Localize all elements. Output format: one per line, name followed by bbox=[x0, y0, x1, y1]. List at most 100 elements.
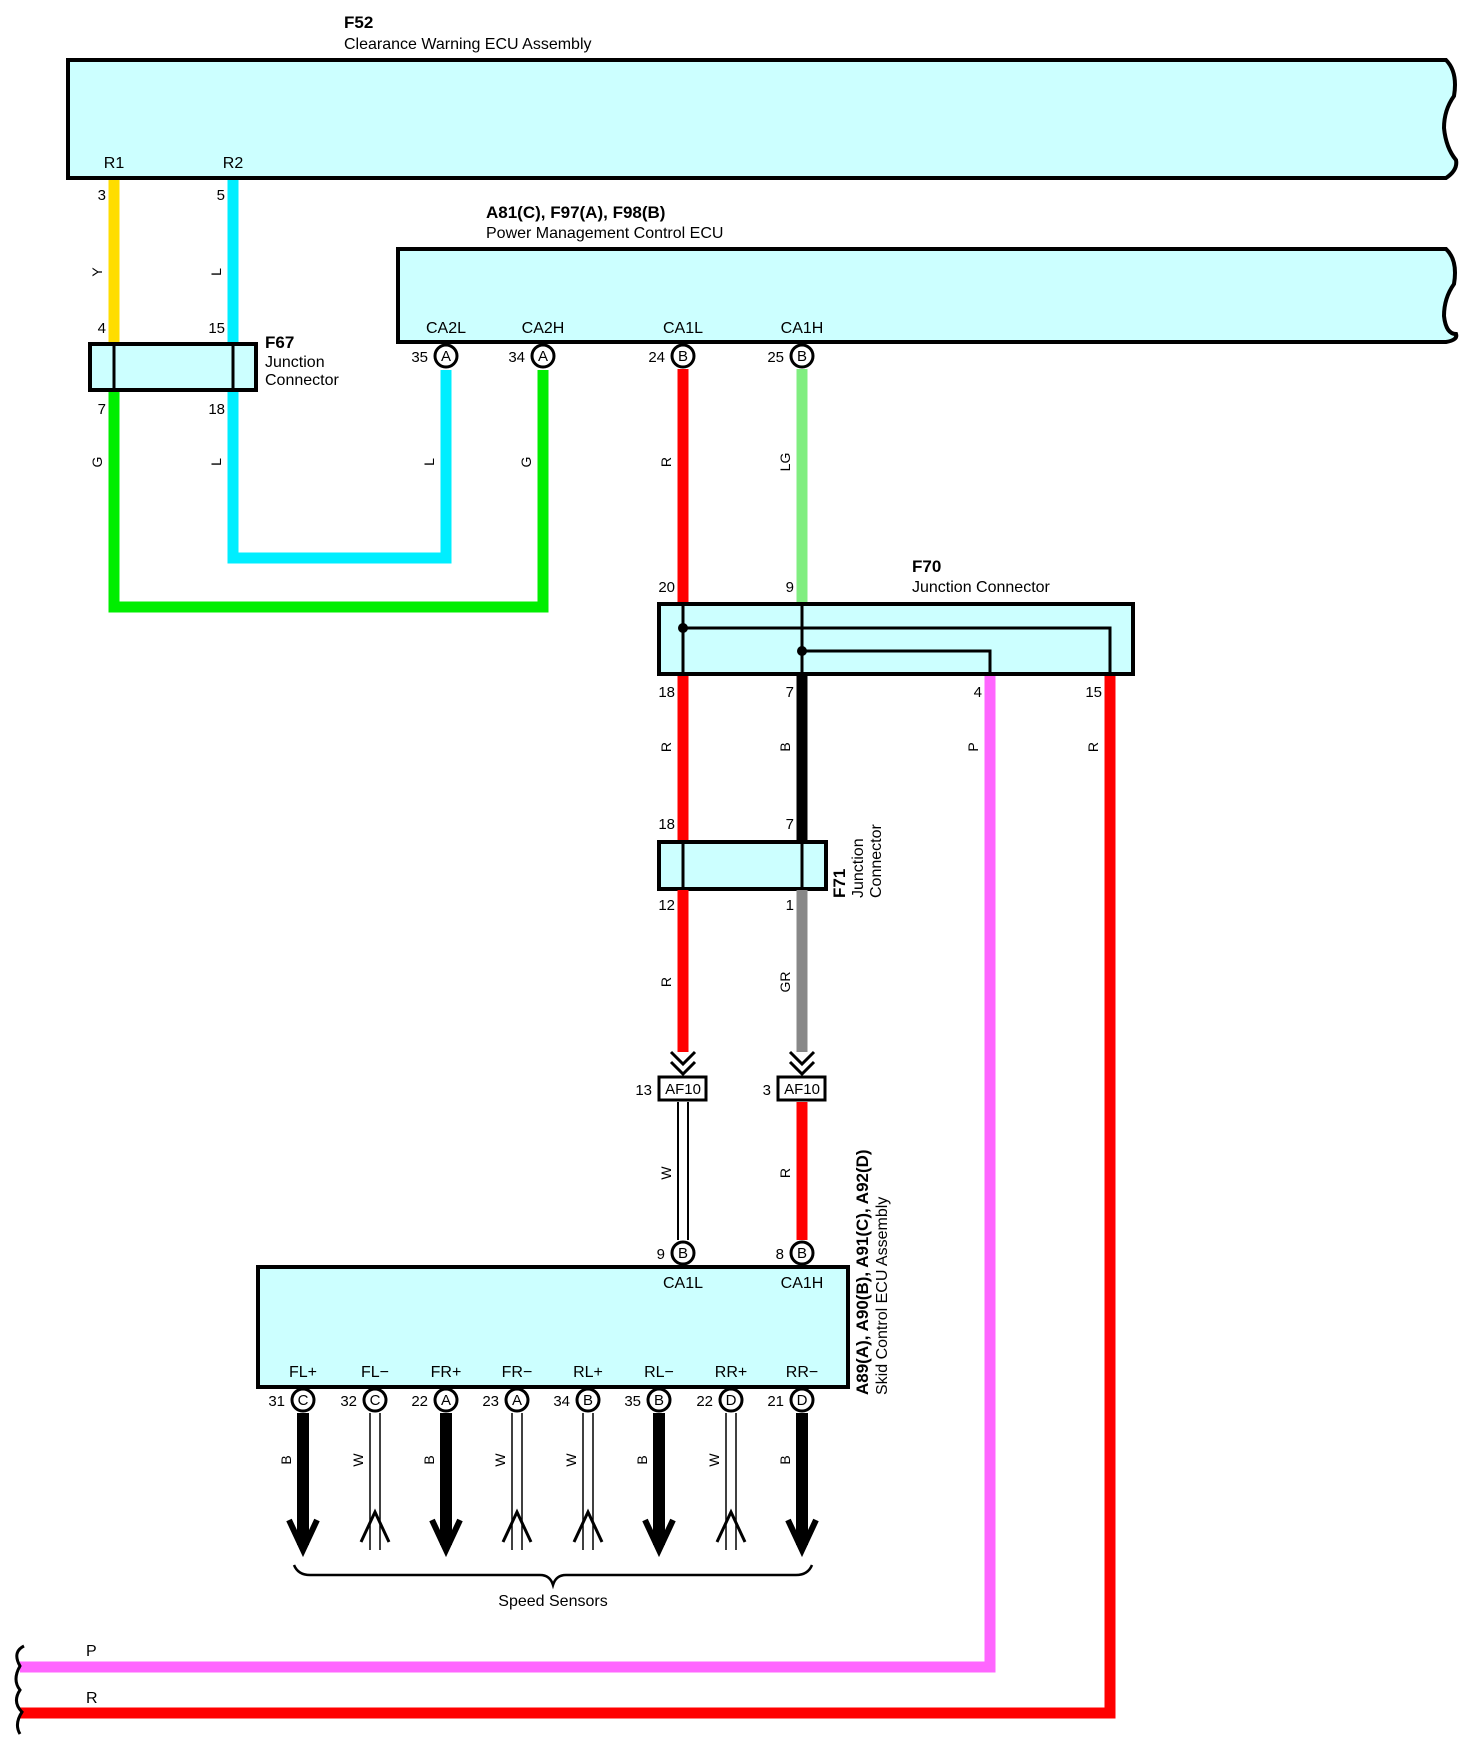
skid-pin-label: FR+ bbox=[431, 1364, 462, 1381]
f70-box bbox=[657, 602, 1135, 676]
wire-label-l-pmc: L bbox=[421, 458, 437, 466]
skid-pin-letter: B bbox=[583, 1392, 593, 1409]
svg-text:A: A bbox=[441, 348, 451, 365]
svg-text:CA1L: CA1L bbox=[663, 1275, 703, 1292]
skid-pin-label: RR− bbox=[786, 1364, 818, 1381]
wires-f52-f67: 3 5 Y L 4 15 bbox=[89, 180, 239, 345]
skid-pin-letter: A bbox=[512, 1392, 522, 1409]
pin-5: 5 bbox=[217, 187, 225, 204]
skid-code: A89(A), A90(B), A91(C), A92(D) bbox=[853, 1149, 872, 1395]
skid-pin-terminal bbox=[789, 1387, 815, 1413]
sensor-wire-label: W bbox=[563, 1453, 579, 1467]
skid-pin-letter: C bbox=[370, 1392, 381, 1409]
f71-name1: Junction bbox=[850, 838, 867, 898]
skid-pin-letter: A bbox=[441, 1392, 451, 1409]
pin-7: 7 bbox=[98, 401, 106, 418]
skid-pin-letter: D bbox=[797, 1392, 808, 1409]
skid-pin-terminal bbox=[504, 1387, 530, 1413]
svg-text:A: A bbox=[538, 348, 548, 365]
skid-pin-label: RL− bbox=[644, 1364, 674, 1381]
f67-name1: Junction bbox=[265, 354, 325, 371]
skid-pin-number: 21 bbox=[767, 1393, 784, 1410]
skid-pin-number: 31 bbox=[268, 1393, 285, 1410]
pin-3: 3 bbox=[98, 187, 106, 204]
pin-4: 4 bbox=[98, 320, 106, 337]
svg-text:25: 25 bbox=[767, 349, 784, 366]
skid-pin-label: FL− bbox=[361, 1364, 389, 1381]
svg-text:LG: LG bbox=[777, 453, 793, 472]
svg-text:R: R bbox=[1085, 742, 1101, 752]
svg-text:W: W bbox=[658, 1166, 674, 1180]
f67-box bbox=[88, 342, 258, 392]
arrow-up-icon bbox=[715, 1508, 747, 1543]
svg-text:7: 7 bbox=[786, 816, 794, 833]
skid-pin-letter: C bbox=[298, 1392, 309, 1409]
svg-text:34: 34 bbox=[508, 349, 525, 366]
f71-code: F71 bbox=[830, 869, 849, 898]
svg-text:CA1H: CA1H bbox=[781, 1275, 824, 1292]
f52-clearance-warning-ecu: F52 Clearance Warning ECU Assembly R1 R2 bbox=[66, 13, 1459, 180]
pmc-pin-ca1h: CA1H bbox=[781, 320, 824, 337]
svg-text:R: R bbox=[86, 1690, 98, 1707]
skid-control-ecu: CA1L CA1H A89(A), A90(B), A91(C), A92(D)… bbox=[256, 1149, 891, 1395]
pin-18: 18 bbox=[208, 401, 225, 418]
svg-text:1: 1 bbox=[786, 897, 794, 914]
pmc-pin-ca2l: CA2L bbox=[426, 320, 466, 337]
skid-ecu-box bbox=[256, 1265, 850, 1389]
f52-name: Clearance Warning ECU Assembly bbox=[344, 36, 592, 53]
svg-text:B: B bbox=[678, 348, 688, 365]
skid-pin-label: RR+ bbox=[715, 1364, 747, 1381]
pin-15: 15 bbox=[208, 320, 225, 337]
arrow-up-icon bbox=[359, 1508, 391, 1543]
pmc-name: Power Management Control ECU bbox=[486, 225, 723, 242]
skid-bottom-pin-labels: FL+FL−FR+FR−RL+RL−RR+RR− bbox=[289, 1364, 818, 1381]
skid-pin-number: 23 bbox=[482, 1393, 499, 1410]
skid-pin-number: 35 bbox=[624, 1393, 641, 1410]
skid-pin-terminal bbox=[290, 1387, 316, 1413]
svg-text:R: R bbox=[658, 742, 674, 752]
wire-label-l-f67: L bbox=[208, 458, 224, 466]
svg-text:B: B bbox=[797, 348, 807, 365]
svg-text:8: 8 bbox=[776, 1246, 784, 1263]
arrow-down-icon bbox=[429, 1518, 463, 1558]
svg-text:24: 24 bbox=[648, 349, 665, 366]
wire-label-y: Y bbox=[89, 267, 105, 277]
svg-text:R: R bbox=[777, 1168, 793, 1178]
f71-name2: Connector bbox=[868, 824, 885, 898]
skid-pin-terminal bbox=[362, 1387, 388, 1413]
arrow-down-icon bbox=[785, 1518, 819, 1558]
svg-text:20: 20 bbox=[658, 579, 675, 596]
wire-label-g-pmc: G bbox=[518, 457, 534, 468]
sensor-wire-label: W bbox=[350, 1453, 366, 1467]
sensor-wire-label: B bbox=[278, 1455, 294, 1464]
f67-code: F67 bbox=[265, 333, 294, 352]
sensor-wire-label: B bbox=[421, 1455, 437, 1464]
skid-pin-letter: B bbox=[654, 1392, 664, 1409]
arrow-down-icon bbox=[286, 1518, 320, 1558]
f52-code: F52 bbox=[344, 13, 373, 32]
sensor-wire-label: W bbox=[706, 1453, 722, 1467]
svg-text:3: 3 bbox=[763, 1082, 771, 1099]
af10-connector: AF10 13 AF10 3 bbox=[635, 1075, 827, 1102]
pmc-ecu-box bbox=[396, 247, 1459, 344]
wire-g-loop bbox=[108, 370, 549, 613]
f71-box bbox=[657, 840, 828, 891]
f70-junction-connector: F70 Junction Connector bbox=[657, 557, 1135, 676]
f71-junction-connector: F71 Junction Connector bbox=[657, 824, 885, 898]
wire-r-long bbox=[20, 676, 1116, 1719]
svg-text:R: R bbox=[658, 977, 674, 987]
wire-label-g-f67: G bbox=[89, 457, 105, 468]
skid-pin-number: 32 bbox=[340, 1393, 357, 1410]
skid-pin-label: FL+ bbox=[289, 1364, 317, 1381]
svg-text:7: 7 bbox=[786, 684, 794, 701]
wire-p-long bbox=[20, 676, 996, 1673]
svg-text:18: 18 bbox=[658, 816, 675, 833]
svg-text:13: 13 bbox=[635, 1082, 652, 1099]
f52-pin-r2: R2 bbox=[223, 155, 244, 172]
wires-f71-af10: 12 1 R GR bbox=[658, 890, 816, 1077]
break-mark bbox=[14, 1644, 25, 1735]
skid-pin-terminal bbox=[433, 1387, 459, 1413]
skid-pin-terminal bbox=[575, 1387, 601, 1413]
wires-f70-f71: 18 7 4 15 R B P R 18 7 bbox=[658, 676, 1102, 842]
